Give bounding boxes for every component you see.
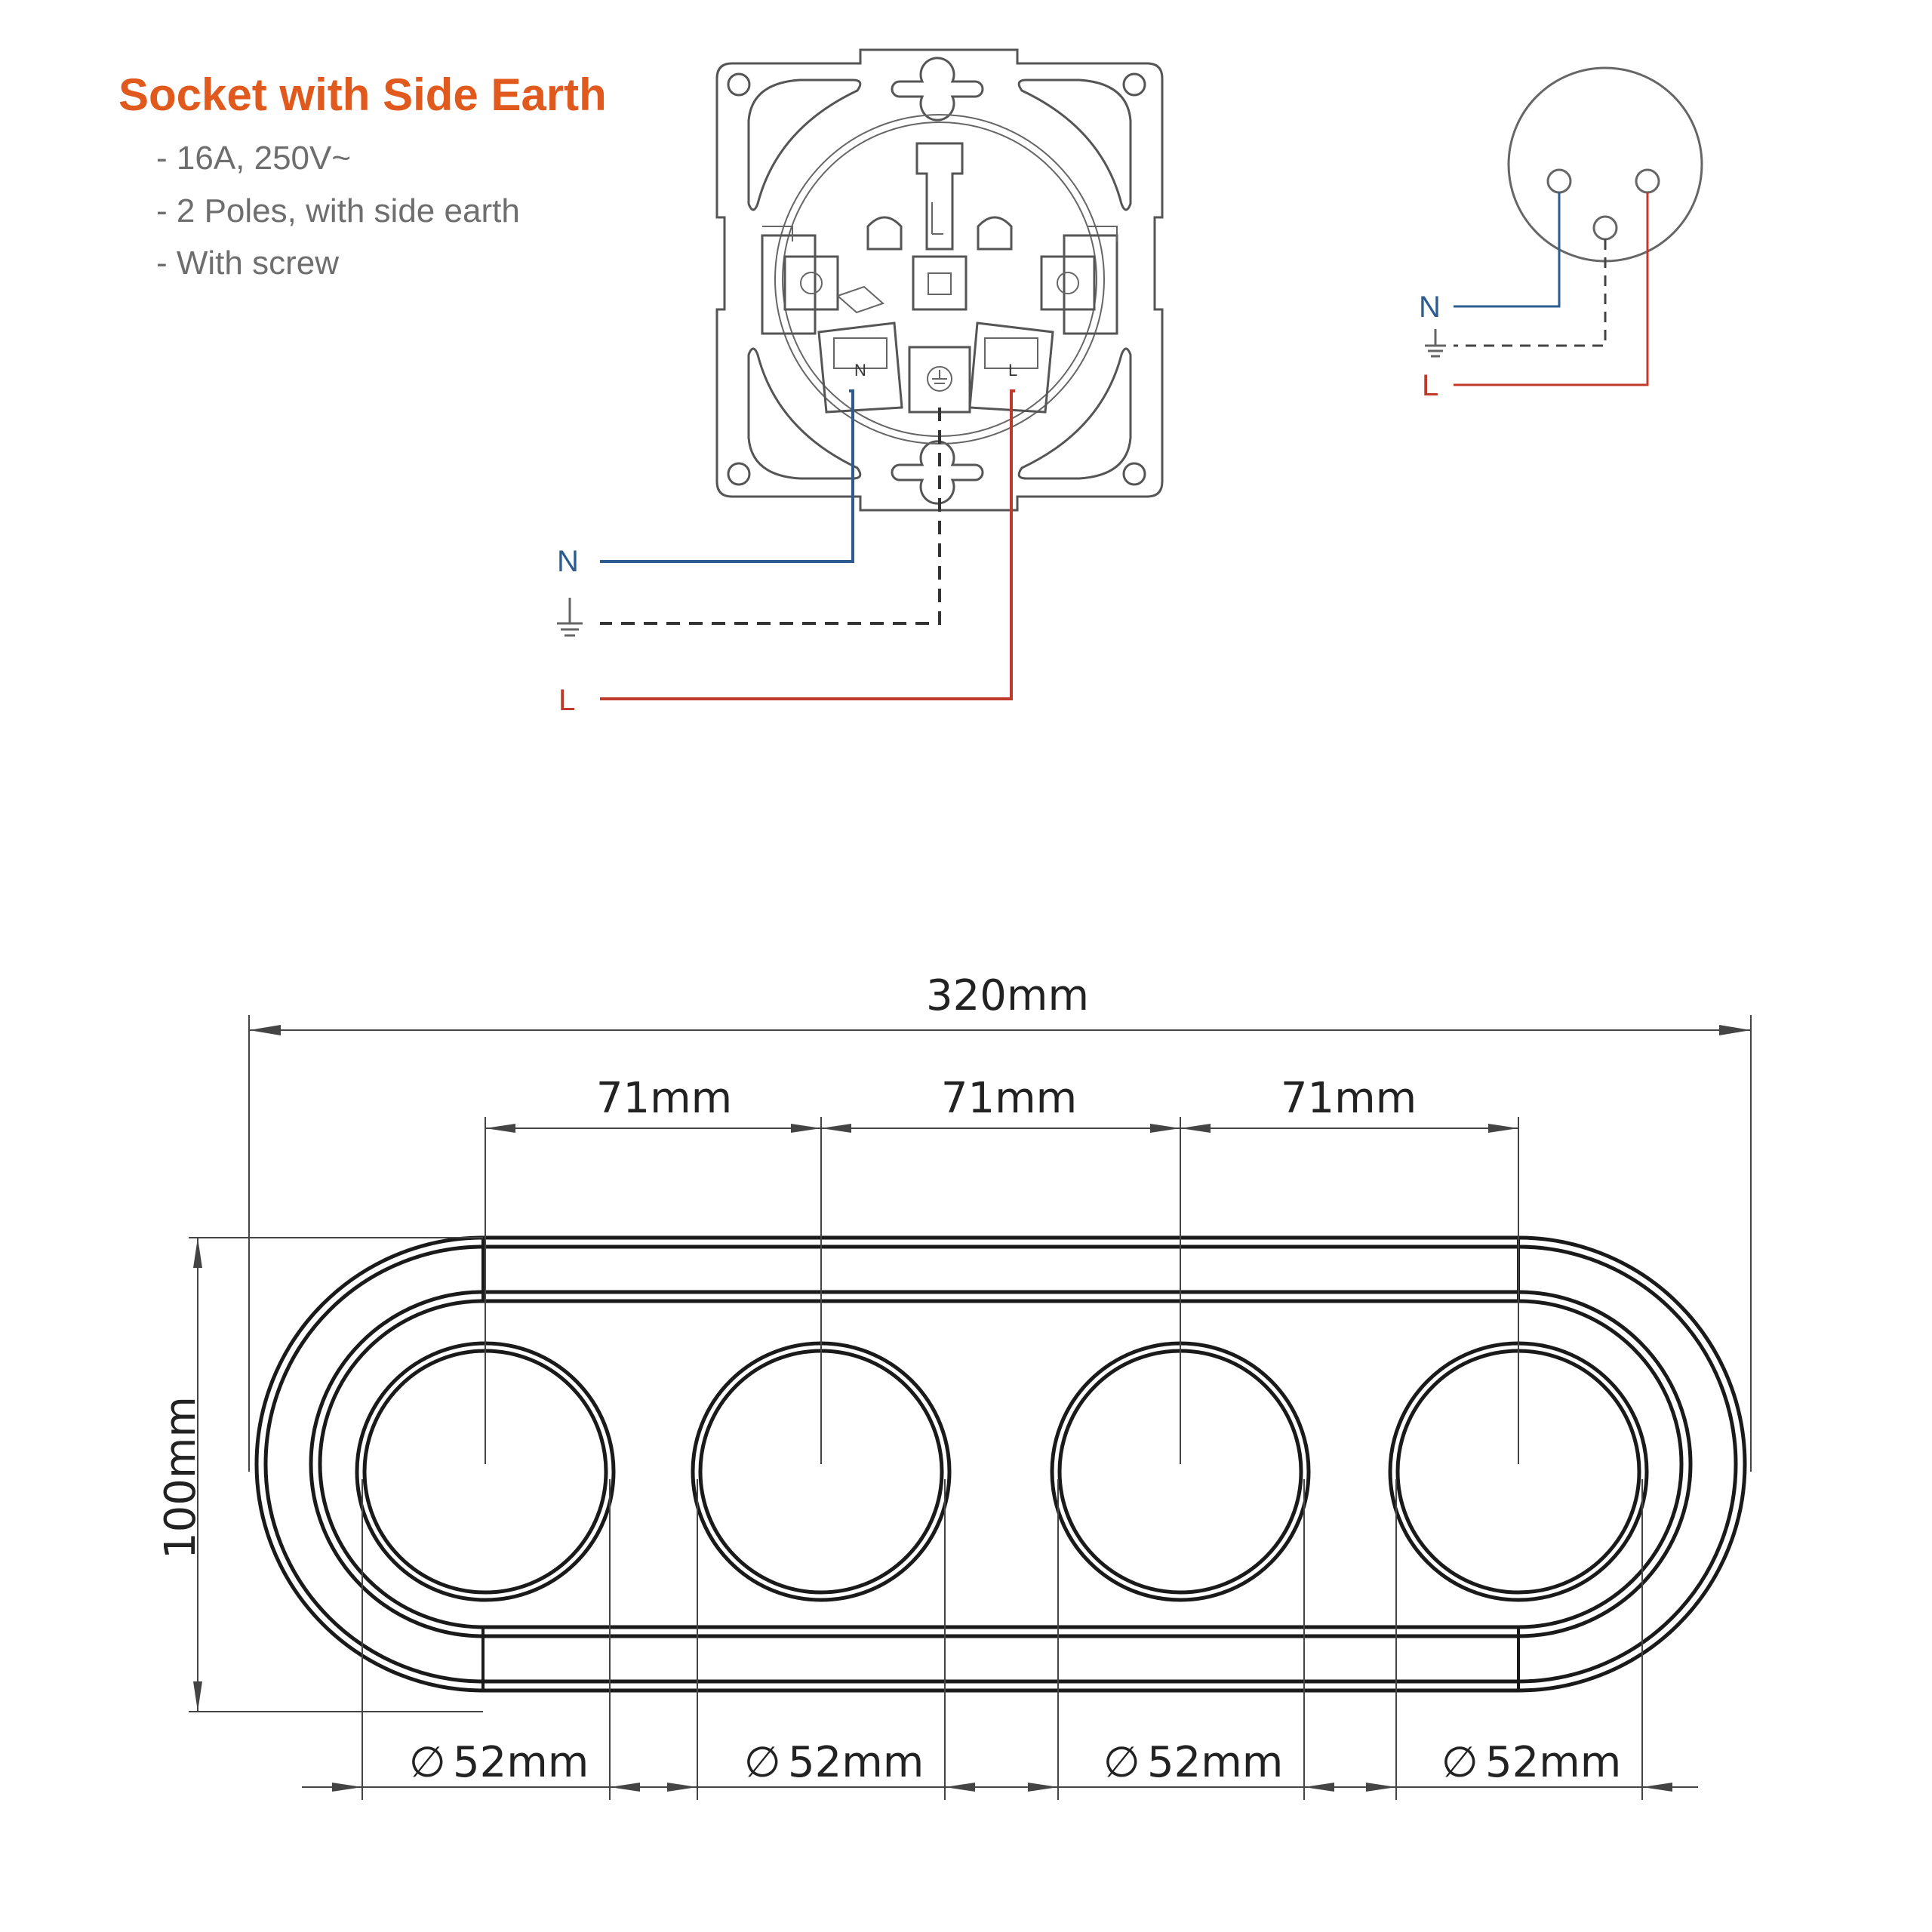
keyhole-slot-bottom	[891, 440, 984, 505]
corner-hole-bottom-left	[727, 462, 751, 486]
socket-body-inner	[782, 122, 1097, 437]
spec-screw: - With screw	[156, 245, 339, 281]
neutral-label: N	[557, 545, 579, 578]
corner-slot-top-left	[747, 78, 862, 211]
certification-mark-icon	[836, 285, 884, 314]
schematic-neutral-wire	[1454, 192, 1561, 308]
schematic-earth-wire	[1454, 239, 1607, 347]
frame-outer-bevel	[263, 1244, 1738, 1684]
product-title: Socket with Side Earth	[118, 69, 607, 120]
live-label: L	[558, 684, 575, 717]
diameter-symbol-4: ∅	[1441, 1738, 1478, 1787]
diameter-label-1: 52mm	[453, 1738, 589, 1787]
side-screw-right	[1040, 255, 1096, 311]
corner-hole-top-left	[727, 72, 751, 97]
side-earth-left	[761, 234, 817, 335]
schematic-pin-neutral	[1546, 168, 1572, 194]
spacing-label-2: 71mm	[941, 1074, 1077, 1123]
height-dimension	[189, 1237, 483, 1712]
schematic-live-label: L	[1422, 369, 1438, 402]
socket-wiring: N L	[557, 389, 1015, 717]
live-wire	[600, 389, 1015, 700]
schematic-live-wire	[1454, 192, 1649, 386]
center-screw-block	[912, 255, 968, 311]
total-width-label: 320mm	[926, 971, 1089, 1020]
terminal-block-live	[968, 321, 1054, 414]
diameter-symbol-1: ∅	[409, 1738, 446, 1787]
pin-hole-left	[866, 216, 903, 251]
diameter-label-4: 52mm	[1485, 1738, 1621, 1787]
side-earth-right	[1063, 234, 1118, 335]
schematic-pin-earth	[1592, 215, 1618, 241]
terminal-label-live: L	[1008, 361, 1017, 380]
diameter-label-3: 52mm	[1147, 1738, 1283, 1787]
side-screw-left	[783, 255, 839, 311]
spec-rating: - 16A, 250V~	[156, 140, 351, 177]
spacing-label-1: 71mm	[596, 1074, 732, 1123]
mounting-plate-outline	[715, 48, 1164, 512]
spec-poles: - 2 Poles, with side earth	[156, 192, 520, 229]
diameter-label-2: 52mm	[788, 1738, 924, 1787]
corner-slot-bottom-right	[1017, 347, 1132, 480]
earth-ground-icon	[557, 598, 583, 637]
earth-symbol-icon	[927, 366, 952, 392]
spacing-label-3: 71mm	[1281, 1074, 1417, 1123]
total-width-dimension	[248, 1015, 1752, 1472]
corner-slot-top-right	[1017, 78, 1132, 211]
keyhole-slot-top	[891, 57, 984, 122]
corner-hole-top-right	[1122, 72, 1146, 97]
frame-drawing: 320mm 71mm 71mm 71mm 100mm	[156, 971, 1752, 1800]
frame-outer-outline	[254, 1235, 1747, 1693]
diameter-symbol-3: ∅	[1103, 1738, 1140, 1787]
earth-clip	[915, 142, 964, 251]
pin-hole-right	[977, 216, 1013, 251]
center-screw-icon	[928, 272, 952, 295]
neutral-wire	[600, 389, 854, 563]
frame-inner-outline	[309, 1290, 1693, 1638]
terminal-label-neutral: N	[854, 361, 866, 380]
spacing-dimension-lines	[485, 1117, 1519, 1464]
diameter-symbol-2: ∅	[744, 1738, 781, 1787]
corner-slot-bottom-left	[747, 347, 862, 480]
schematic-pin-live	[1635, 168, 1660, 194]
corner-hole-bottom-right	[1122, 462, 1146, 486]
terminal-block-neutral	[817, 321, 903, 414]
height-label: 100mm	[156, 1396, 205, 1559]
schematic-ground-icon	[1425, 329, 1446, 358]
diameter-dimension-lines	[302, 1479, 1698, 1800]
schematic-socket-circle	[1507, 66, 1703, 263]
schematic-neutral-label: N	[1419, 291, 1441, 324]
socket-schematic: N L	[1419, 66, 1703, 402]
earth-wire	[600, 408, 941, 625]
